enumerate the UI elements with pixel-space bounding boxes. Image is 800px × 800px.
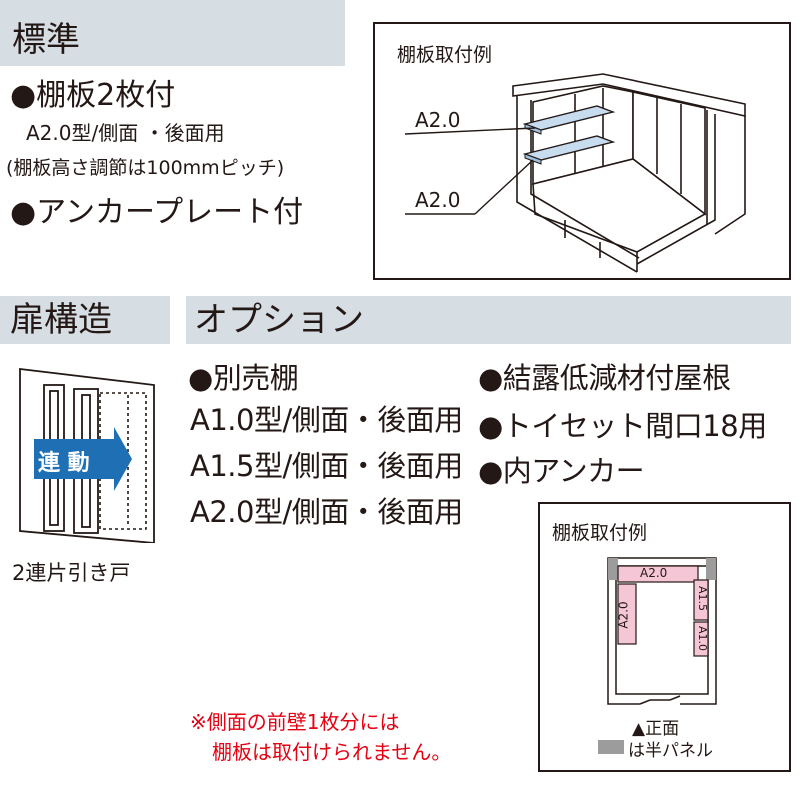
standard-item-shelf-type: A2.0型/側面 ・後面用 [26, 121, 225, 145]
shelf-label-upper: A2.0 [415, 108, 461, 132]
note-line-1: ※側面の前壁1枚分には [190, 710, 400, 734]
storage-interior-illustration [404, 73, 746, 273]
shelf-right-lower [693, 621, 709, 657]
plan-label-right-lower: A1.0 [696, 625, 710, 652]
shelf-example-bottom-caption: 棚板取付例 [552, 522, 648, 544]
standard-item-shelf-pitch: (棚板高さ調節は100mmピッチ) [6, 157, 285, 179]
shelf-label-lower: A2.0 [415, 188, 461, 212]
shelf-left [617, 583, 637, 645]
shelf-right-upper [693, 579, 709, 621]
option-right-1: ●トイセット間口18用 [478, 409, 767, 443]
floor-plan-illustration [598, 557, 717, 754]
option-right-2: ●内アンカー [478, 454, 645, 488]
standard-title: 標準 [12, 20, 80, 60]
option-left-2: A1.5型/側面・後面用 [190, 449, 463, 483]
plan-legend-label: は半パネル [628, 741, 713, 761]
option-right-0: ●結露低減材付屋根 [478, 361, 731, 395]
door-title: 扉構造 [10, 300, 112, 340]
shelf-example-bottom-box: 棚板取付例 A2.0 A2.0 A1.5 A1.0 ▲正面 は半パネル [538, 502, 791, 772]
door-caption: 2連片引き戸 [12, 561, 131, 585]
plan-label-left: A2.0 [616, 601, 631, 629]
plan-label-top: A2.0 [640, 566, 668, 580]
shelf-example-top-box: 棚板取付例 [373, 22, 791, 280]
standard-title-bar [0, 0, 345, 66]
standard-item-shelves: ●棚板2枚付 [10, 78, 176, 113]
door-title-bar [0, 296, 170, 344]
option-left-0: ●別売棚 [188, 361, 299, 395]
plan-front-label: ▲正面 [632, 719, 680, 739]
sliding-door-illustration [19, 367, 155, 543]
plan-label-right-upper: A1.5 [696, 585, 710, 612]
shelf-example-top-caption: 棚板取付例 [397, 44, 493, 66]
shelf-top [617, 565, 699, 583]
standard-item-anchor: ●アンカープレート付 [10, 195, 304, 230]
options-title-bar [186, 296, 791, 344]
options-title: オプション [194, 300, 364, 340]
option-left-3: A2.0型/側面・後面用 [190, 495, 463, 529]
note-line-2: 棚板は取付けられません。 [212, 740, 452, 764]
option-left-1: A1.0型/側面・後面用 [190, 403, 463, 437]
door-link-badge: 連 動 [38, 451, 90, 476]
